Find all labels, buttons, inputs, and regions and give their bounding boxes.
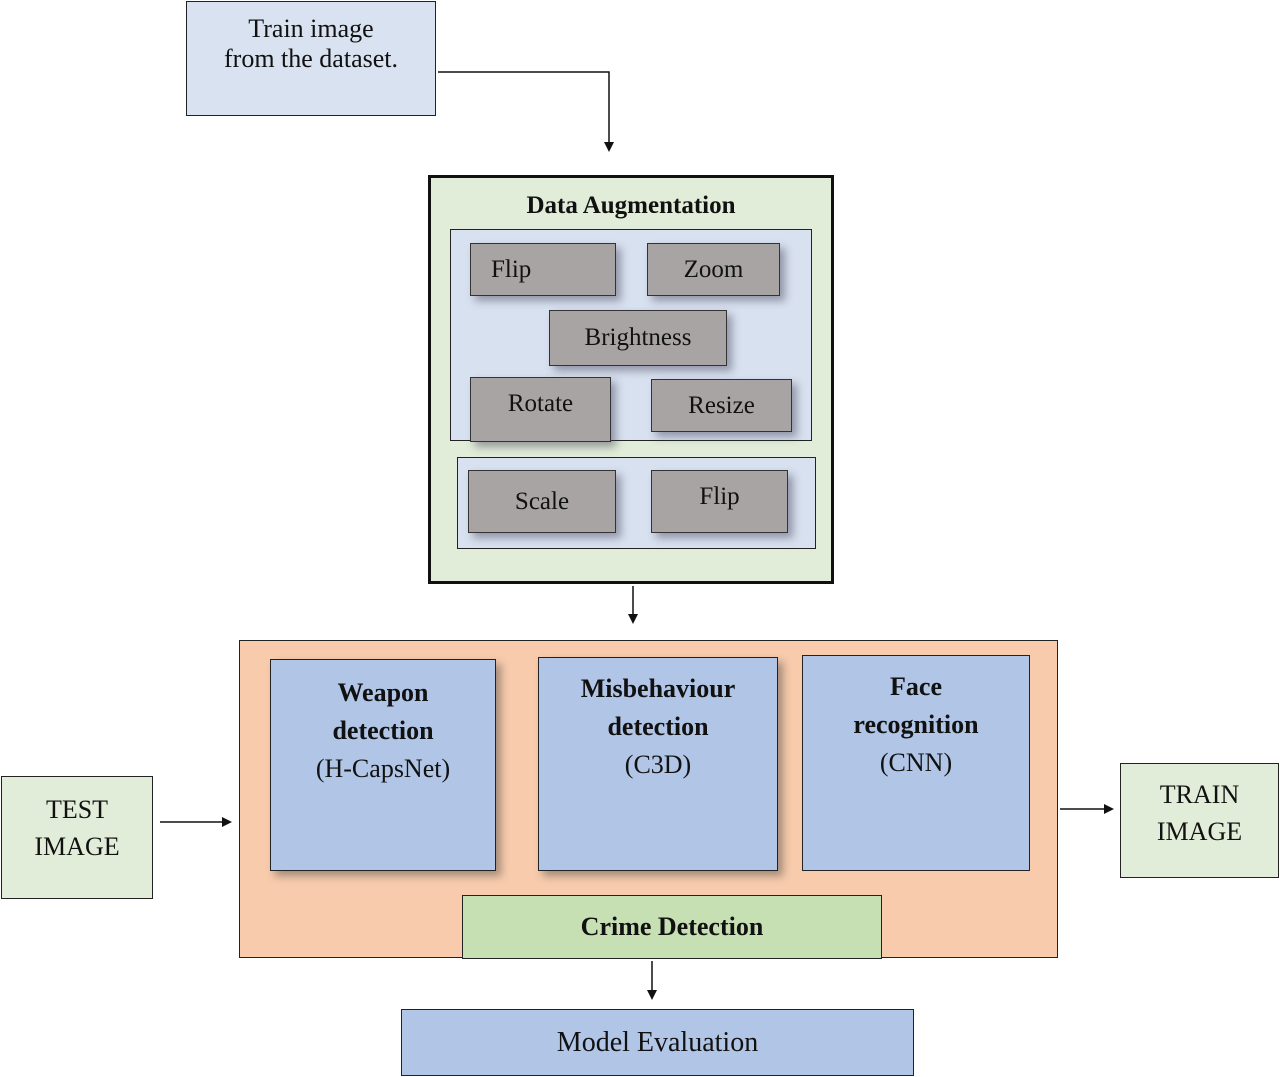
face-method: (CNN) [879,748,953,777]
aug-scale: Scale [468,470,616,533]
aug-rotate: Rotate [470,377,611,442]
misbehaviour-detection-box: Misbehaviour detection (C3D) [538,657,778,871]
train-line-2: IMAGE [1156,817,1243,846]
aug-flip-2: Flip [651,470,788,533]
test-image-box: TEST IMAGE [1,776,153,899]
face-recognition-box: Face recognition (CNN) [802,655,1030,871]
aug-zoom: Zoom [647,243,780,296]
weapon-title-1: Weapon [337,678,429,707]
face-title-1: Face [890,672,942,701]
misbehaviour-title-2: detection [607,712,709,741]
source-line-1: Train image [248,14,374,43]
arrow-source-to-augmentation [438,71,614,152]
weapon-detection-box: Weapon detection (H-CapsNet) [270,659,496,871]
train-image-box: TRAIN IMAGE [1120,763,1279,878]
misbehaviour-method: (C3D) [624,750,692,779]
train-image-source-box: Train image from the dataset. [186,1,436,116]
crime-detection-label: Crime Detection [580,912,764,941]
augmentation-group-2: Scale Flip [457,457,816,549]
misbehaviour-title-1: Misbehaviour [580,674,736,703]
aug-resize: Resize [651,379,792,432]
weapon-title-2: detection [332,716,434,745]
model-evaluation-label: Model Evaluation [556,1026,759,1058]
test-line-2: IMAGE [34,832,120,861]
aug-brightness: Brightness [549,310,727,366]
face-title-2: recognition [853,710,979,739]
aug-flip: Flip [470,243,616,296]
augmentation-group-1: Flip Zoom Brightness Rotate Resize [450,229,812,442]
models-container: Weapon detection (H-CapsNet) Misbehaviou… [239,640,1058,959]
test-line-1: TEST [45,795,109,824]
crime-detection-box: Crime Detection [462,895,882,959]
weapon-method: (H-CapsNet) [315,754,451,783]
train-line-1: TRAIN [1159,780,1240,809]
model-evaluation-box: Model Evaluation [401,1009,914,1076]
data-augmentation-box: Data Augmentation Flip Zoom Brightness R… [428,175,834,584]
source-line-2: from the dataset. [224,44,398,73]
data-augmentation-title: Data Augmentation [526,192,736,219]
